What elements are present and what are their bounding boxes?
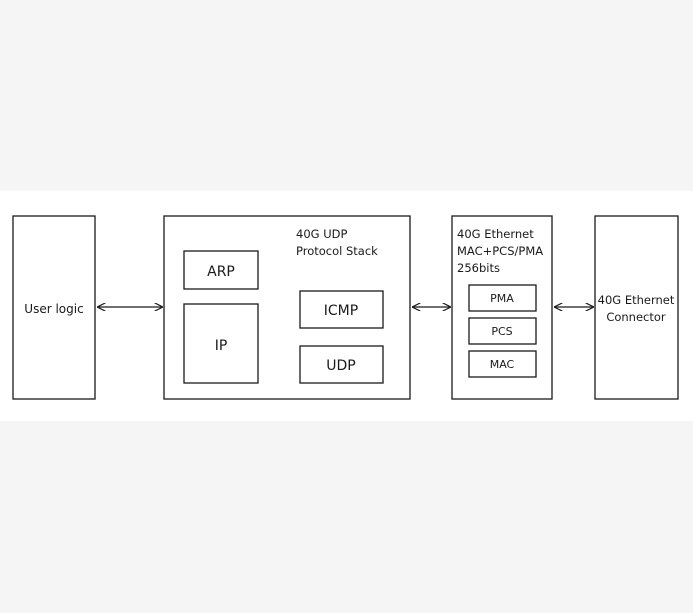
connector-label-line2: Connector [606, 310, 666, 324]
user-logic-block: User logic [12, 215, 96, 400]
ip-block: IP [183, 303, 259, 384]
mac-label: MAC [490, 358, 515, 371]
ethernet-block: 40G Ethernet MAC+PCS/PMA 256bits PMA PCS… [451, 215, 553, 400]
pcs-label: PCS [491, 325, 512, 338]
arp-label: ARP [207, 264, 235, 280]
udp-stack-title-line2: Protocol Stack [296, 244, 378, 258]
pcs-block: PCS [468, 317, 537, 345]
mac-block: MAC [468, 350, 537, 378]
ethernet-title-line2: MAC+PCS/PMA [457, 244, 543, 258]
udp-label: UDP [326, 358, 355, 374]
ip-label: IP [215, 338, 228, 354]
icmp-block: ICMP [299, 290, 384, 329]
ethernet-title-line1: 40G Ethernet [457, 227, 534, 241]
udp-stack-block: 40G UDP Protocol Stack ARP IP ICMP UDP [163, 215, 411, 400]
udp-stack-title-line1: 40G UDP [296, 227, 347, 241]
pma-block: PMA [468, 284, 537, 312]
connector-label-line1: 40G Ethernet [598, 293, 675, 307]
pma-label: PMA [490, 292, 514, 305]
udp-block: UDP [299, 345, 384, 384]
arp-block: ARP [183, 250, 259, 290]
ethernet-title-line3: 256bits [457, 261, 500, 275]
icmp-label: ICMP [324, 303, 358, 319]
connector-block: 40G Ethernet Connector [594, 215, 679, 400]
user-logic-label: User logic [24, 302, 83, 316]
